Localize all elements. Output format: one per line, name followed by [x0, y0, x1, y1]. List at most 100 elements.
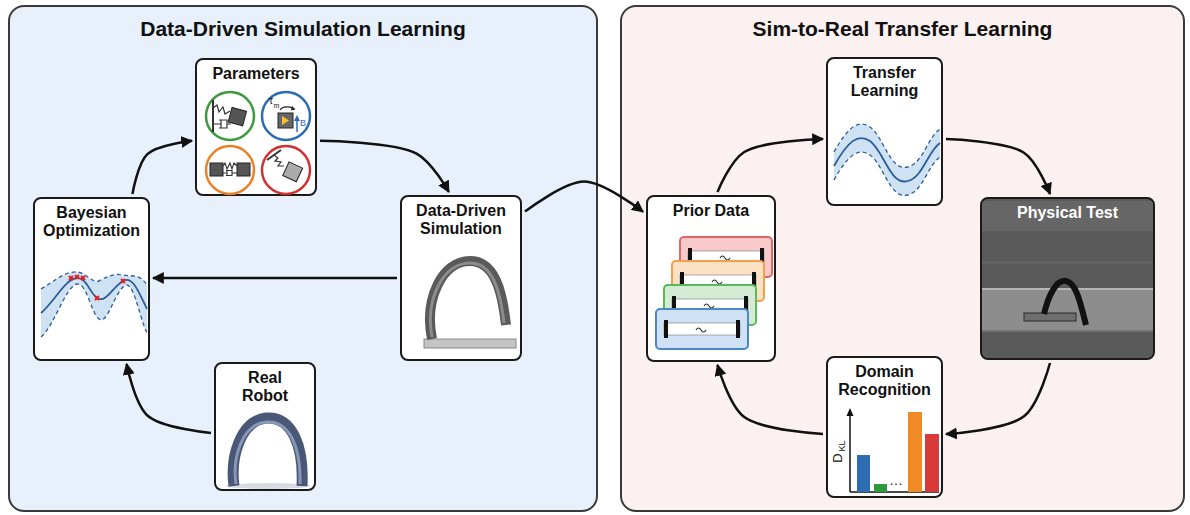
symbol-label: … [889, 473, 903, 487]
symbol-label: B [300, 119, 306, 128]
prior-data-card [656, 309, 748, 349]
axis-label: D [831, 453, 844, 462]
axis-label: KL [838, 440, 847, 451]
process-box: Parameters τmB [195, 58, 317, 196]
prior-data-card [704, 304, 714, 308]
simulated-robot [424, 339, 516, 348]
prior-data-card [712, 280, 722, 284]
wall-spring-icon [206, 92, 254, 140]
physical-test-photo [982, 289, 1155, 331]
kl-bar-chart [857, 455, 870, 492]
transfer-gp-band [834, 124, 940, 195]
simulated-robot [430, 263, 504, 337]
tilted-mass-icon [262, 146, 310, 194]
physical-test-photo [982, 261, 1155, 264]
two-mass-icon [223, 163, 237, 169]
prior-data-card [656, 309, 748, 349]
transfer-gp-band [834, 138, 940, 181]
process-box: Data-Driven Simulation [400, 195, 522, 361]
wall-spring-icon [212, 100, 214, 132]
two-mass-icon [206, 146, 254, 194]
prior-data-cards [648, 199, 778, 364]
physical-test-photo [982, 201, 1155, 360]
sample-marker [95, 296, 99, 300]
motor-field-icon [291, 106, 296, 111]
real-robot-photo [235, 422, 300, 484]
box-title: Domain Recognition [828, 358, 941, 400]
transfer-gp-band [834, 124, 940, 167]
kl-bar-chart [908, 412, 922, 492]
two-mass-icon [206, 146, 254, 194]
motor-field-icon [262, 92, 310, 140]
motor-field-icon [278, 113, 293, 128]
flow-arrow [525, 182, 643, 212]
motor-field-icon [296, 120, 298, 132]
flow-arrow [718, 365, 824, 434]
kl-bar-chart [828, 360, 945, 500]
box-title: Bayesian Optimization [35, 199, 148, 241]
kl-bar-chart [849, 415, 851, 492]
kl-bar-chart [847, 408, 854, 416]
motor-field-icon [294, 115, 300, 121]
kl-bar-chart [925, 434, 939, 492]
prior-data-card [696, 328, 706, 332]
symbol-label: τ [269, 96, 273, 106]
wall-spring-icon [213, 105, 230, 114]
flow-arrow [127, 364, 211, 433]
panel-group: Transfer Learning [620, 5, 1185, 512]
panel-group: Parameters τmB Bayesian Optimization Data… [8, 5, 598, 512]
flow-arrow [946, 363, 1050, 434]
box-title: Physical Test [982, 199, 1153, 222]
gaussian-process-plot [41, 278, 147, 313]
flow-arrow [132, 141, 192, 194]
box-title: Prior Data [648, 197, 774, 220]
physical-test-photo [982, 288, 1155, 290]
photo-box: Physical Test [980, 197, 1155, 360]
process-box: Prior Data [646, 195, 776, 362]
real-robot-photo [233, 418, 302, 486]
process-box: Domain RecognitionD KL … [826, 356, 943, 498]
prior-data-card [736, 320, 740, 338]
symbol-label: m [274, 101, 280, 108]
tilted-mass-icon [283, 162, 303, 182]
flow-arrow [718, 139, 824, 192]
wall-spring-icon [206, 92, 254, 140]
prior-data-card [720, 256, 730, 260]
prior-data-card [664, 320, 668, 338]
box-title: Real Robot [230, 364, 300, 406]
flow-arrow [153, 277, 397, 280]
physical-test-photo [982, 330, 1155, 332]
gaussian-process-plot [41, 272, 147, 337]
box-title: Parameters [197, 60, 315, 83]
sample-marker [69, 276, 73, 280]
two-mass-icon [237, 163, 250, 176]
flow-arrow [946, 139, 1050, 194]
panel-title: Sim-to-Real Transfer Learning [622, 7, 1183, 41]
two-mass-icon [210, 163, 223, 176]
prior-data-card [664, 323, 740, 335]
sample-marker [121, 279, 125, 283]
tilted-mass-icon [262, 146, 310, 194]
physical-test-photo [1024, 313, 1076, 321]
sample-marker [75, 275, 79, 279]
motor-field-icon [282, 116, 289, 125]
process-box: Transfer Learning [826, 57, 943, 206]
simulated-robot [430, 261, 506, 339]
two-mass-icon [223, 171, 237, 176]
sample-marker [69, 275, 125, 300]
process-box: Bayesian Optimization [33, 197, 150, 361]
tilted-mass-icon [274, 155, 284, 166]
box-title: Data-Driven Simulation [402, 197, 520, 239]
panel-title: Data-Driven Simulation Learning [10, 7, 596, 41]
wall-spring-icon [228, 107, 246, 125]
process-box: Real Robot [214, 362, 316, 491]
sample-marker [81, 276, 85, 280]
box-title: Transfer Learning [828, 59, 941, 101]
motor-field-icon [262, 92, 310, 140]
gaussian-process-plot [41, 284, 147, 337]
transfer-gp-band [834, 152, 940, 195]
kl-bar-chart [874, 484, 887, 492]
physical-test-photo [982, 201, 1155, 360]
parameter-icons [197, 62, 319, 198]
